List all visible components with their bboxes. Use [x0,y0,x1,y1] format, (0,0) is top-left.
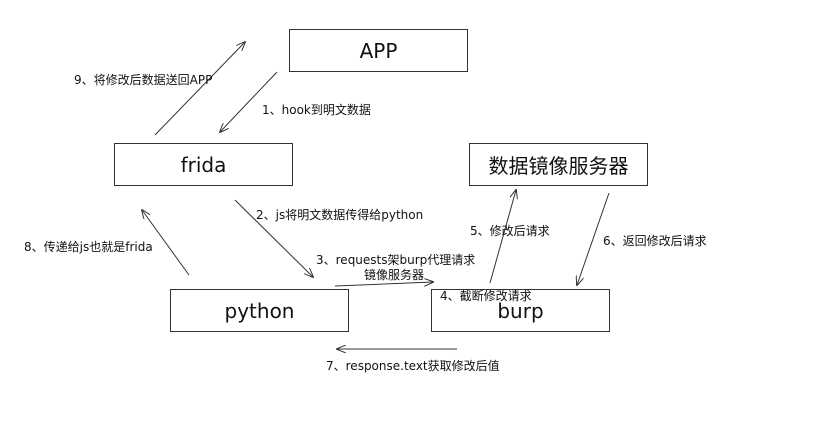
edge-label-5: 5、修改后请求 [470,224,550,238]
node-frida-label: frida [180,152,227,177]
arrow-5-burp-to-mirror [489,190,516,284]
arrow-9-frida-to-app [154,42,245,136]
arrow-6-mirror-to-burp [577,192,610,285]
edge-label-3-line1: 3、requests架burp代理请求 [316,253,476,267]
node-mirror-server-label: 数据镜像服务器 [488,154,629,178]
node-burp-label: burp [497,298,544,323]
arrow-3-python-to-burp [334,282,433,287]
edge-label-6: 6、返回修改后请求 [603,234,707,248]
edge-label-4: 4、截断修改请求 [440,289,532,303]
arrow-1-app-to-frida [220,71,278,132]
edge-label-1: 1、hook到明文数据 [262,103,371,117]
node-python-label: python [224,298,295,323]
edge-label-7: 7、response.text获取修改后值 [326,359,500,373]
node-python: python [170,289,349,332]
node-mirror-server: 数据镜像服务器 [469,143,648,186]
node-app: APP [289,29,468,72]
edge-label-9: 9、将修改后数据送回APP [74,73,213,87]
node-app-label: APP [359,38,398,63]
arrow-8-python-to-frida [142,210,190,276]
node-burp: burp [431,289,610,332]
edge-label-8: 8、传递给js也就是frida [24,240,153,254]
edge-label-2: 2、js将明文数据传得给python [256,208,424,222]
arrow-2-frida-to-python [234,199,313,277]
node-frida: frida [114,143,293,186]
edge-label-3-line2: 镜像服务器 [364,268,425,282]
